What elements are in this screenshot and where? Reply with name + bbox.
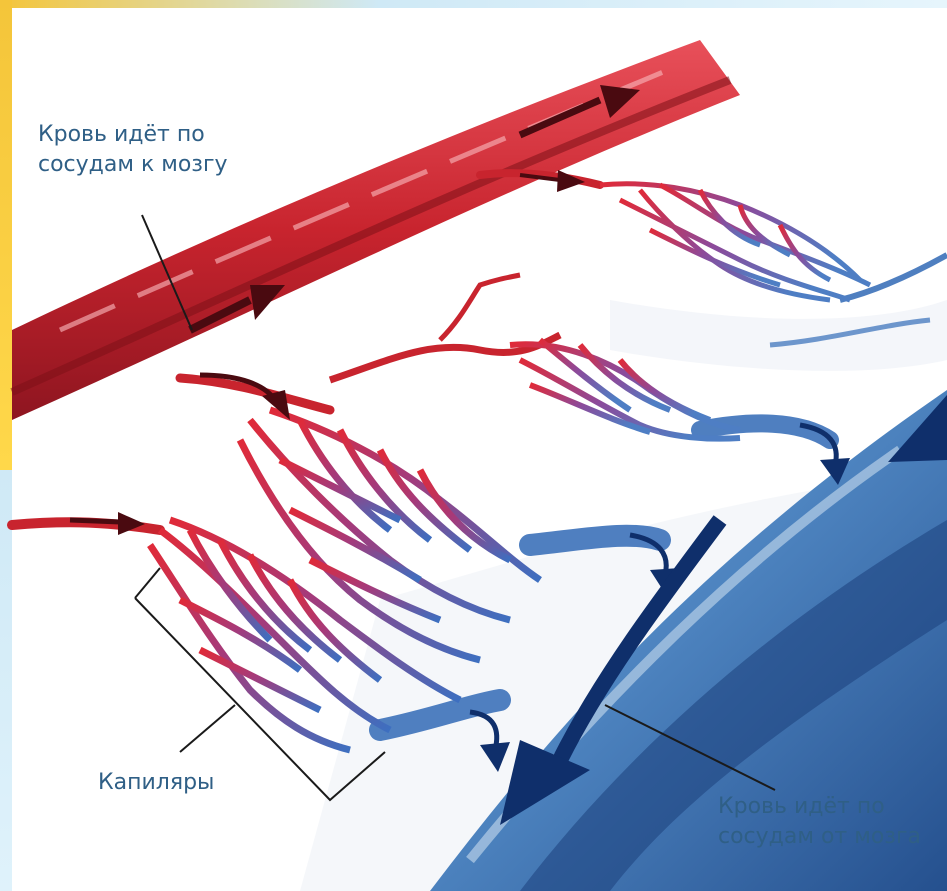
arterial-label-line2: сосудам к мозгу [38, 150, 228, 180]
capillary-net-top [600, 184, 870, 300]
venous-label-line2: сосудам от мозга [718, 822, 921, 852]
arterial-label-line1: Кровь идёт по [38, 120, 228, 150]
arterial-flow-label: Кровь идёт по сосудам к мозгу [38, 120, 228, 180]
capillaries-label-text: Капиляры [98, 768, 214, 798]
capillaries-label: Капиляры [98, 768, 214, 798]
venous-label-line1: Кровь идёт по [718, 792, 921, 822]
venous-flow-label: Кровь идёт по сосудам от мозга [718, 792, 921, 852]
capillaries-leader-line [180, 705, 235, 752]
arteriole-twig [440, 275, 520, 340]
tissue-fold [610, 300, 947, 371]
